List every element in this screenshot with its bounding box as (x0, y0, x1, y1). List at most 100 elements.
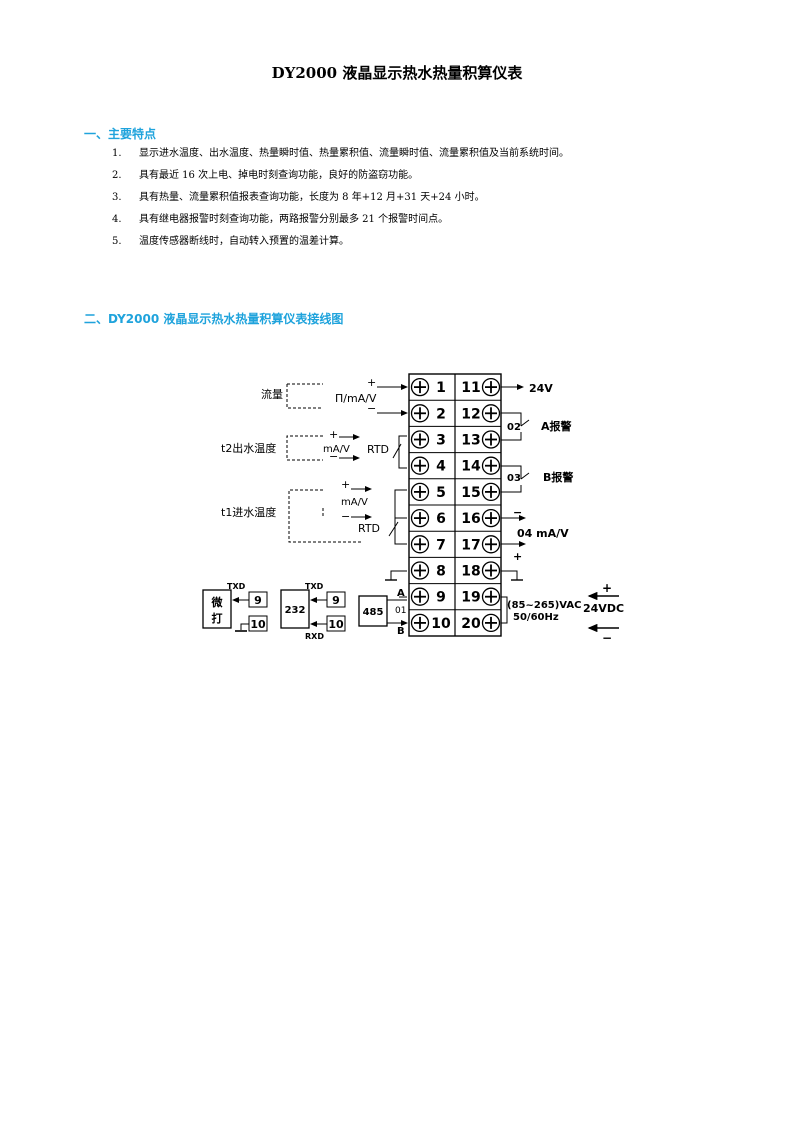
relay-b-wire (501, 465, 522, 493)
printer-ground-wire (240, 623, 249, 630)
item-text: 温度传感器断线时，自动转入预置的温差计算。 (139, 236, 349, 247)
label-relay-b: B报警 (543, 470, 573, 484)
terminal-number: 4 (436, 459, 446, 475)
list-item: 5. 温度传感器断线时，自动转入预置的温差计算。 (112, 231, 569, 253)
label-pin-10: 10 (250, 618, 266, 631)
screw-icon (481, 587, 501, 606)
label-plus: + (513, 550, 522, 563)
terminal-number: 17 (461, 537, 480, 553)
relay-b-contact (520, 472, 530, 480)
label-rs485-b: B (397, 626, 405, 637)
flow-sensor-bracket (286, 383, 323, 409)
screw-icon (481, 535, 501, 554)
item-number: 4. (112, 214, 122, 225)
screw-icon (410, 587, 430, 606)
item-number: 1. (112, 148, 122, 159)
label-flow: 流量 (261, 387, 283, 401)
ac-power-wire (501, 596, 508, 624)
list-item: 2.具有最近 16 次上电、掉电时刻查询功能，良好的防盗窃功能。 (112, 165, 569, 187)
label-t1-signal: mA/V (341, 497, 368, 508)
screw-icon (481, 430, 501, 449)
label-vac: (85~265)VAC (507, 600, 581, 611)
rs485-box (358, 595, 388, 627)
screw-icon (410, 482, 430, 502)
label-pin-9: 9 (254, 594, 262, 607)
rs232-box (280, 589, 310, 629)
screw-icon (481, 561, 501, 580)
list-item: 4. 具有继电器报警时刻查询功能，两路报警分别最多 21 个报警时间点。 (112, 209, 569, 231)
screw-icon (481, 377, 501, 397)
section-heading-features: 一、主要特点 (84, 127, 157, 141)
terminal-number: 6 (436, 511, 446, 527)
label-rs232: 232 (285, 605, 306, 616)
terminal-number: 16 (461, 511, 480, 527)
item-number: 3. (112, 192, 122, 203)
label-txd: TXD (227, 582, 246, 591)
screw-icon (410, 430, 430, 449)
terminal-number: 20 (461, 616, 481, 632)
terminal-number: 19 (461, 590, 480, 606)
label-relay-a: A报警 (541, 419, 572, 433)
label-plus: + (602, 581, 612, 595)
list-item: 1. 显示进水温度、出水温度、热量瞬时值、热量累积值、流量瞬时值、流量累积值及当前… (112, 143, 569, 165)
label-rtd-2: RTD (358, 522, 380, 535)
ground-wire-18 (501, 570, 518, 580)
label-minus: − (367, 402, 376, 415)
label-rxd: RXD (305, 632, 324, 641)
label-minus: − (513, 506, 522, 519)
rtd1-wire (398, 435, 407, 469)
screw-icon (481, 508, 501, 528)
item-text: 具有继电器报警时刻查询功能，两路报警分别最多 21 个报警时间点。 (139, 214, 449, 225)
screw-icon (481, 613, 501, 633)
screw-icon (410, 535, 430, 554)
ground-wire-8 (390, 570, 407, 580)
terminal-number: 3 (436, 433, 446, 449)
item-text: 具有最近 16 次上电、掉电时刻查询功能，良好的防盗窃功能。 (139, 170, 419, 181)
features-list: 1. 显示进水温度、出水温度、热量瞬时值、热量累积值、流量瞬时值、流量累积值及当前… (112, 143, 569, 253)
terminal-number: 10 (431, 616, 451, 632)
terminal-number: 18 (461, 564, 480, 580)
terminal-number: 14 (461, 459, 481, 475)
rs485-arrows (399, 596, 407, 623)
rtd2-wire (394, 489, 407, 545)
terminal-number: 9 (436, 590, 446, 606)
terminal-number: 15 (461, 485, 480, 501)
label-relay-b-num: 03 (507, 473, 521, 484)
item-text: 显示进水温度、出水温度、热量瞬时值、热量累积值、流量瞬时值、流量累积值及当前系统… (139, 148, 569, 159)
screw-icon (410, 508, 430, 528)
label-out04: 04 mA/V (517, 527, 569, 540)
terminal-number: 11 (461, 380, 480, 396)
label-24v: 24V (529, 382, 553, 395)
rtd2-symbol (388, 521, 399, 537)
label-relay-a-num: 02 (507, 422, 521, 433)
terminal-number: 12 (461, 406, 480, 422)
t1-sensor-bracket (288, 489, 363, 543)
label-minus: − (329, 450, 338, 463)
label-rtd-1: RTD (367, 443, 389, 456)
label-t2-signal: mA/V (323, 444, 350, 455)
label-vdc: 24VDC (583, 602, 624, 615)
item-number: 5. (112, 236, 122, 247)
label-rs485-num: 01 (395, 606, 406, 616)
screw-icon (410, 404, 430, 423)
terminal-number: 2 (436, 406, 446, 422)
list-item: 3. 具有热量、流量累积值报表查询功能，长度为 8 年+12 月+31 天+24 … (112, 187, 569, 209)
label-flow-signal: Π/mA/V (335, 392, 377, 405)
terminal-number: 13 (461, 433, 480, 449)
label-t1: t1进水温度 (221, 505, 276, 519)
label-rs485-a: A (397, 588, 405, 599)
label-t2: t2出水温度 (221, 441, 276, 455)
label-hz: 50/60Hz (513, 612, 559, 623)
rtd1-symbol (392, 443, 402, 459)
label-plus: + (329, 428, 338, 441)
relay-a-wire (501, 412, 522, 441)
item-text: 具有热量、流量累积值报表查询功能，长度为 8 年+12 月+31 天+24 小时… (139, 192, 485, 203)
label-pin-10: 10 (328, 618, 344, 631)
label-minus: − (602, 631, 612, 645)
label-pin-9: 9 (332, 594, 340, 607)
screw-icon (410, 377, 430, 397)
terminal-number: 1 (436, 380, 446, 396)
label-plus: + (341, 478, 350, 491)
